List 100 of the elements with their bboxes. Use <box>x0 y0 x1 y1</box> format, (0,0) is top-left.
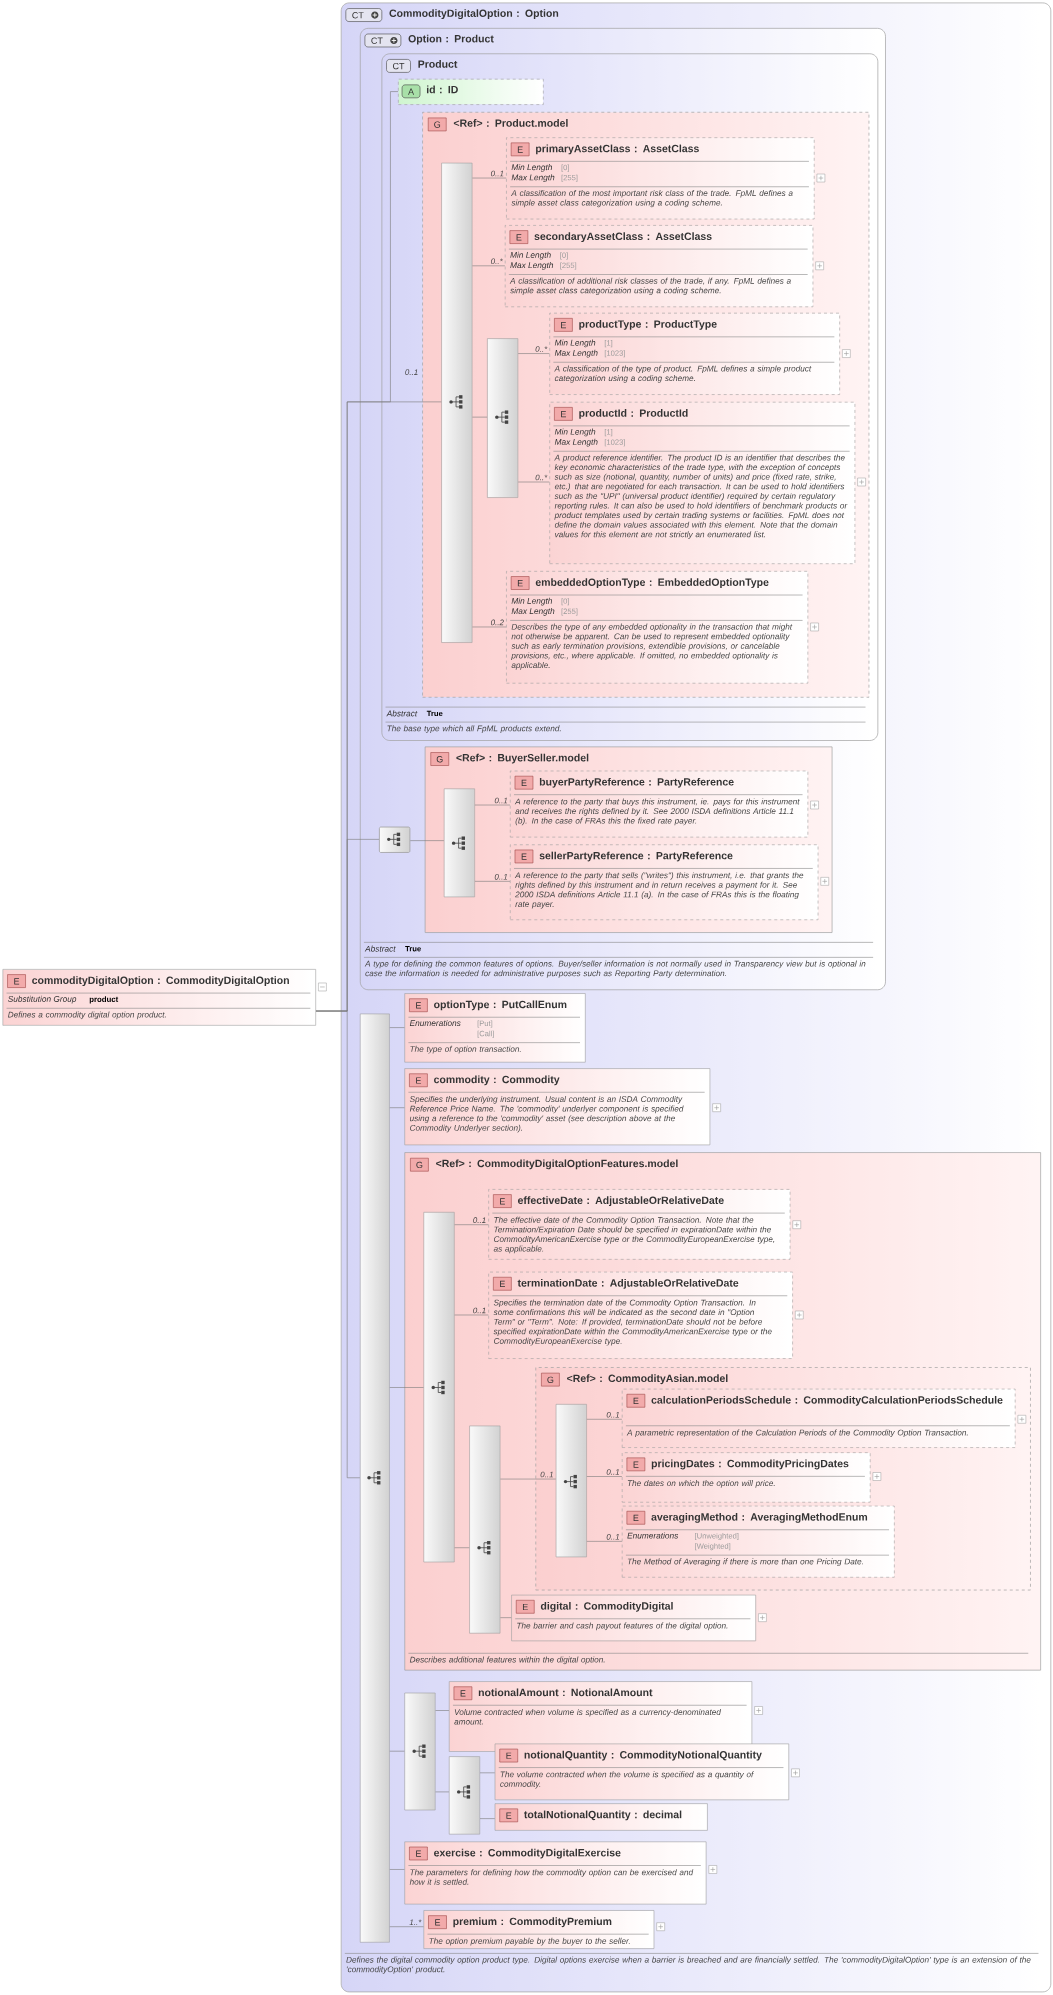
description-text: The volume contracted when the volume is specified as a quantity of commodity. <box>500 1771 754 1789</box>
type-badge: G <box>430 752 450 766</box>
type-badge: E <box>499 1748 518 1763</box>
type-badge: E <box>409 1073 428 1088</box>
property-label: Enumerations <box>409 1019 461 1027</box>
property-label: Abstract <box>364 945 396 952</box>
element-box <box>509 770 809 838</box>
element-name: exercise : CommodityDigitalExercise <box>434 1848 621 1859</box>
description-text: The Method of Averaging if there is more than one Pricing Date. <box>627 1558 863 1566</box>
element-name: premium : CommodityPremium <box>453 1917 612 1928</box>
type-badge: G <box>541 1372 560 1387</box>
property-label: Max Length <box>510 262 554 270</box>
description-text: Defines a commodity digital option product. <box>8 1011 166 1020</box>
element-name: sellerPartyReference : PartyReference <box>539 851 733 862</box>
element-box <box>2 969 316 1026</box>
element-name: embeddedOptionType : EmbeddedOptionType <box>535 578 769 588</box>
sequence-box <box>379 826 411 853</box>
element-box <box>621 1452 871 1503</box>
element-box <box>404 1068 711 1146</box>
multiplicity-label: 0..1 <box>494 873 508 880</box>
description-text: Volume contracted when volume is specified as a currency-denominated amount. <box>454 1708 722 1725</box>
description-text: A product reference identifier. The product ID is an identifier that describes the key economic characteristics of the trade type, with the exception of concepts such as size (notional, quantity, number of units) and price (fixed rate, strike, etc.) that are negotiated for each transaction. It can be used to hold identifiers such as the "UPI" (universal product identifier) required by certain regulatory reporting rules. It can also be used to hold identifiers of benchmark products or product templates used by certain trading systems or facilities. FpML does not define the domain values associated with this element. Note that the domain values for this element are not strictly an enumerated list. <box>554 454 848 539</box>
element-name: primaryAssetClass : AssetClass <box>536 144 699 155</box>
sequence-bar <box>469 1425 501 1634</box>
multiplicity-label: 0..1 <box>405 369 418 375</box>
property-label: Min Length <box>510 251 551 260</box>
type-badge: E <box>453 1686 473 1701</box>
multiplicity-label: 0..1 <box>490 170 504 177</box>
element-name: secondaryAssetClass : AssetClass <box>534 232 712 243</box>
element-box <box>404 1841 707 1905</box>
type-badge: E <box>626 1510 646 1525</box>
description-text: A classification of additional risk classes of the trade, if any. FpML defines a simple asset class categorization using a coding scheme. <box>509 277 791 295</box>
type-badge: E <box>499 1808 518 1823</box>
sequence-bar <box>487 338 519 498</box>
sequence-bar <box>423 1212 455 1563</box>
multiplicity-label: 0..* <box>535 346 548 352</box>
description-text: A classification of the most important risk class of the trade. FpML defines a simple asset class categorization using a coding scheme. <box>510 189 793 208</box>
element-box <box>494 1743 790 1801</box>
description-text: Defines the digital commodity option product type. Digital options exercise when a barrier is breached and are financially settled. The 'commodityDigitalOption' type is an extension of the 'commodityOption' product. <box>346 1956 1031 1974</box>
element-name: buyerPartyReference : PartyReference <box>539 777 734 788</box>
type-badge: G <box>410 1157 429 1172</box>
element-name: notionalQuantity : CommodityNotionalQuantity <box>524 1750 762 1761</box>
element-box <box>488 1189 791 1260</box>
sequence-bar <box>404 1692 436 1811</box>
description-text: Describes the type of any embedded optionality in the transaction that might not otherwise be apparent. Can be used to represent embedded optionality such as early termination provisions, extendible provisions, or cancelable provisions, etc., where applicable. If omitted, no embedded optionality is applicable. <box>511 623 793 670</box>
property-label: Min Length <box>511 597 553 606</box>
element-name: digital : CommodityDigital <box>540 1602 673 1612</box>
property-label: Max Length <box>511 607 555 616</box>
group-name: <Ref> : Product.model <box>453 119 568 127</box>
type-badge: E <box>509 230 529 244</box>
type-badge: E <box>554 407 573 421</box>
description-text: The type of option transaction. <box>410 1045 521 1054</box>
property-label: Max Length <box>554 438 598 447</box>
element-box <box>621 1388 1016 1448</box>
description-text: The base type which all FpML products extend. <box>387 725 561 733</box>
element-box <box>549 401 856 564</box>
type-badge: E <box>510 576 530 590</box>
group-name: <Ref> : CommodityDigitalOptionFeatures.model <box>436 1159 678 1170</box>
type-name: Option : Product <box>408 34 494 45</box>
type-badge: E <box>428 1915 447 1929</box>
multiplicity-label: 0..1 <box>473 1217 486 1223</box>
type-badge: E <box>409 998 428 1013</box>
type-badge: CT <box>386 59 411 73</box>
element-name: productId : ProductId <box>579 409 688 419</box>
element-name: commodityDigitalOption : CommodityDigitalOption <box>32 976 289 987</box>
element-name: averagingMethod : AveragingMethodEnum <box>651 1512 868 1523</box>
element-box <box>423 1910 655 1949</box>
multiplicity-label: 0..2 <box>490 619 504 626</box>
property-label: Substitution Group <box>8 995 77 1004</box>
attribute-name: id : ID <box>427 85 458 94</box>
property-label: Min Length <box>554 428 596 437</box>
element-box <box>404 993 586 1063</box>
element-name: commodity : Commodity <box>434 1075 560 1086</box>
type-badge: E <box>510 142 530 157</box>
multiplicity-label: 0..1 <box>473 1307 486 1314</box>
element-box <box>509 844 819 921</box>
type-badge: E <box>409 1846 428 1861</box>
type-badge: E <box>514 775 534 790</box>
element-name: productType : ProductType <box>579 320 717 330</box>
property-label: Max Length <box>511 174 555 182</box>
property-label: Enumerations <box>627 1532 679 1539</box>
element-name: effectiveDate : AdjustableOrRelativeDate <box>517 1196 724 1207</box>
description-text: A type for defining the common features of options. Buyer/seller information is not normally used in Transparency view but is optional in case the information is needed for administrative purposes such as Reporting Party determination. <box>364 960 866 978</box>
description-text: The dates on which the option will price. <box>627 1480 775 1488</box>
type-badge: E <box>514 849 534 864</box>
property-label: Min Length <box>511 164 553 172</box>
element-name: calculationPeriodsSchedule : CommodityCalculationPeriodsSchedule <box>651 1395 1003 1406</box>
type-name: Product <box>418 60 458 68</box>
element-box <box>448 1681 753 1752</box>
multiplicity-label: 1..* <box>409 1919 422 1925</box>
element-box <box>504 225 814 308</box>
sequence-bar <box>441 162 473 643</box>
element-name: totalNotionalQuantity : decimal <box>524 1810 682 1821</box>
description-text: A classification of the type of product. FpML defines a simple product categorization using a coding scheme. <box>554 365 812 383</box>
type-badge: E <box>493 1194 512 1208</box>
attribute-box <box>398 78 544 105</box>
group-name: <Ref> : BuyerSeller.model <box>456 753 589 764</box>
element-name: terminationDate : AdjustableOrRelativeDate <box>517 1278 739 1289</box>
description-text: A reference to the party that buys this instrument, ie. pays for this instrument and receives the rights defined by it. See 2000 ISDA definitions Article 11.1 (b). In the case of FRAs this the fixed rate payer. <box>514 798 800 826</box>
type-badge: E <box>493 1276 512 1291</box>
